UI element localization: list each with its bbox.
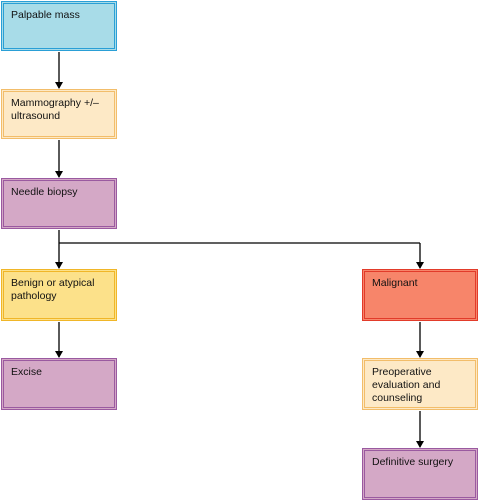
node-definitive-surgery-label: Definitive surgery	[372, 456, 454, 468]
node-needle-biopsy-label: Needle biopsy	[11, 186, 78, 198]
node-definitive-surgery: Definitive surgery	[362, 448, 478, 500]
node-preoperative-evaluation: Preoperative evaluation and counseling	[362, 358, 478, 410]
node-benign-pathology-label: Benign or atypical pathology	[11, 277, 95, 303]
node-palpable-mass: Palpable mass	[1, 1, 117, 51]
node-excise-label: Excise	[11, 366, 42, 378]
node-benign-pathology: Benign or atypical pathology	[1, 269, 117, 321]
node-malignant: Malignant	[362, 269, 478, 321]
node-mammography: Mammography +/– ultrasound	[1, 89, 117, 139]
node-excise: Excise	[1, 358, 117, 410]
node-palpable-mass-label: Palpable mass	[11, 9, 80, 21]
node-preoperative-evaluation-label: Preoperative evaluation and counseling	[372, 366, 441, 405]
node-needle-biopsy: Needle biopsy	[1, 178, 117, 229]
node-malignant-label: Malignant	[372, 277, 418, 289]
node-mammography-label: Mammography +/– ultrasound	[11, 97, 99, 123]
